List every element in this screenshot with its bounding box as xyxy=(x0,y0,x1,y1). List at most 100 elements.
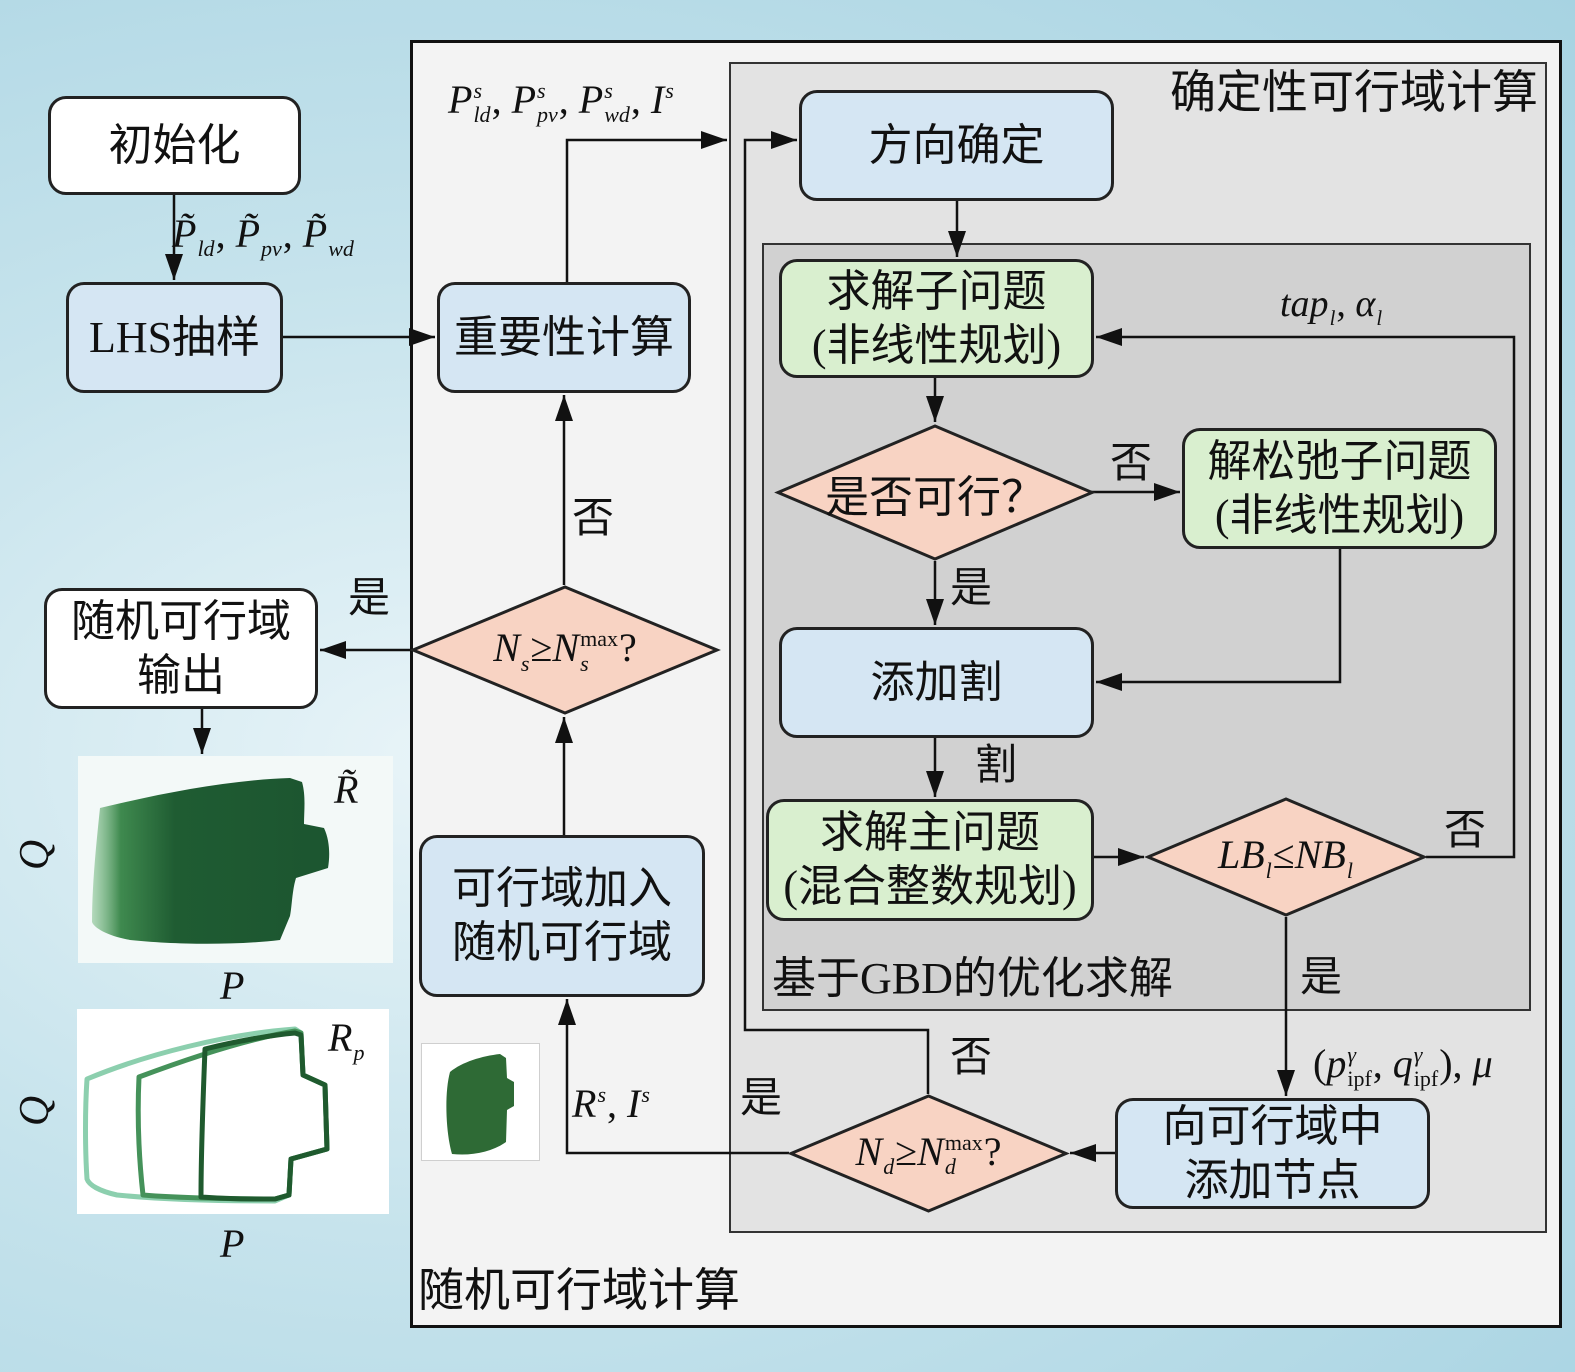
formula-subscript: l xyxy=(1329,305,1336,330)
formula-operator: , xyxy=(282,211,303,256)
output-label-line2: 输出 xyxy=(137,650,225,700)
formula-subscript: s xyxy=(520,650,530,676)
formula-symbol: q xyxy=(1392,1041,1413,1086)
formula-subscript: d xyxy=(944,1154,956,1180)
add-cut-label: 添加割 xyxy=(870,657,1003,707)
add-region-label-line2: 随机可行域 xyxy=(452,918,672,967)
plot1-x-label: P xyxy=(220,963,245,1008)
formula-symbol: tap xyxy=(1280,283,1329,325)
subproblem-label-line2: (非线性规划) xyxy=(811,320,1062,370)
formula-symbol: I xyxy=(650,77,665,122)
formula-subscript: p xyxy=(353,1040,365,1066)
formula-symbol: P xyxy=(448,77,473,122)
formula-operator: , xyxy=(630,77,651,122)
formula-superscript xyxy=(521,627,530,651)
lb-yes-label: 是 xyxy=(1300,955,1343,1001)
relaxed-label-line1: 解松弛子问题 xyxy=(1207,436,1472,486)
formula-symbol: P̃ xyxy=(172,211,197,256)
lb-check-diamond: LB l≤NB l xyxy=(1144,797,1428,917)
formula-superscript xyxy=(1347,834,1353,858)
ns-no-label: 否 xyxy=(572,496,615,542)
subproblem-node: 求解子问题 (非线性规划) xyxy=(779,259,1094,378)
nd-yes-label: 是 xyxy=(740,1076,783,1122)
add-node-node: 向可行域中 添加节点 xyxy=(1115,1098,1430,1209)
sample-region-thumbnail xyxy=(421,1043,540,1161)
output-label-line1: 随机可行域 xyxy=(71,596,291,646)
init-node: 初始化 xyxy=(48,96,301,195)
lhs-label: LHS抽样 xyxy=(88,312,261,362)
add-region-label-line1: 可行域加入 xyxy=(452,864,672,914)
formula-subscript: wd xyxy=(328,236,354,262)
subproblem-label-line1: 求解子问题 xyxy=(826,266,1047,316)
formula-superscript: s xyxy=(604,78,613,104)
formula-superscript: s xyxy=(537,78,546,104)
formula-symbol: I xyxy=(627,1081,641,1126)
formula-script-stack: s xyxy=(665,78,674,127)
formula-superscript xyxy=(261,213,282,237)
deterministic-region-title: 确定性可行域计算 xyxy=(1170,67,1538,118)
lb-check-formula: LB l≤NB l xyxy=(1218,831,1354,882)
formula-symbol: P xyxy=(578,77,604,122)
formula-script-stack: l xyxy=(1347,834,1353,882)
formula-subscript: pv xyxy=(537,102,558,128)
formula-superscript: s xyxy=(641,1082,650,1108)
formula-operator: ≤ xyxy=(1272,832,1295,878)
formula-symbol: P̃ xyxy=(302,211,328,256)
formula-superscript: max xyxy=(944,1129,983,1155)
formula-superscript: γ xyxy=(1413,1042,1423,1068)
formula-operator: ≥ xyxy=(895,1128,918,1174)
output-node: 随机可行域 输出 xyxy=(44,588,318,709)
formula-superscript xyxy=(1266,834,1272,858)
formula-subscript: ipf xyxy=(1413,1066,1439,1092)
formula-subscript xyxy=(665,103,674,127)
formula-symbol: N xyxy=(552,625,580,671)
formula-subscript: ld xyxy=(473,102,491,128)
plot2-y-label: Q xyxy=(12,1095,59,1127)
formula-subscript: l xyxy=(1346,857,1353,883)
formula-operator: ≥ xyxy=(530,625,553,671)
feasible-no-label: 否 xyxy=(1110,441,1153,487)
add-node-label-line1: 向可行域中 xyxy=(1162,1101,1383,1151)
formula-superscript: s xyxy=(665,78,674,104)
formula-script-stack: p xyxy=(353,1017,364,1065)
formula-superscript xyxy=(883,1131,894,1155)
formula-superscript xyxy=(197,213,214,237)
formula-symbol: LB xyxy=(1217,832,1265,878)
formula-symbol: N xyxy=(917,1128,944,1174)
formula-superscript: max xyxy=(580,626,618,652)
master-label-line1: 求解主问题 xyxy=(820,808,1040,858)
formula-symbol: μ xyxy=(1472,1041,1493,1086)
expected-region-shape xyxy=(92,778,330,944)
formula-script-stack: s xyxy=(521,627,530,675)
formula-script-stack: wd xyxy=(328,213,354,261)
sample-region-shape xyxy=(446,1054,514,1155)
formula-operator: ), xyxy=(1439,1041,1473,1086)
formula-subscript: pv xyxy=(261,236,282,262)
formula-subscript: l xyxy=(1376,305,1383,330)
formula-script-stack: pv xyxy=(261,213,282,261)
formula-operator: ? xyxy=(983,1128,1002,1174)
projection-region-label: R p xyxy=(328,1014,365,1065)
relaxed-subproblem-node: 解松弛子问题 (非线性规划) xyxy=(1182,428,1497,549)
sample-vars-label: P̃ ld, P̃ pv, P̃ wd xyxy=(172,210,355,261)
formula-operator: , xyxy=(558,77,579,122)
formula-symbol: p xyxy=(1326,1041,1347,1086)
formula-subscript xyxy=(641,1107,650,1131)
formula-subscript xyxy=(597,1107,606,1131)
formula-subscript: s xyxy=(580,650,589,676)
formula-operator: , xyxy=(607,1081,627,1126)
cut-label: 割 xyxy=(975,743,1018,789)
plot1-y-label: Q xyxy=(12,839,59,871)
feasible-yes-label: 是 xyxy=(950,566,993,612)
feasible-check-label: 是否可行？ xyxy=(825,472,1045,522)
ns-yes-label: 是 xyxy=(348,576,391,622)
stochastic-region-title: 随机可行域计算 xyxy=(418,1265,740,1316)
